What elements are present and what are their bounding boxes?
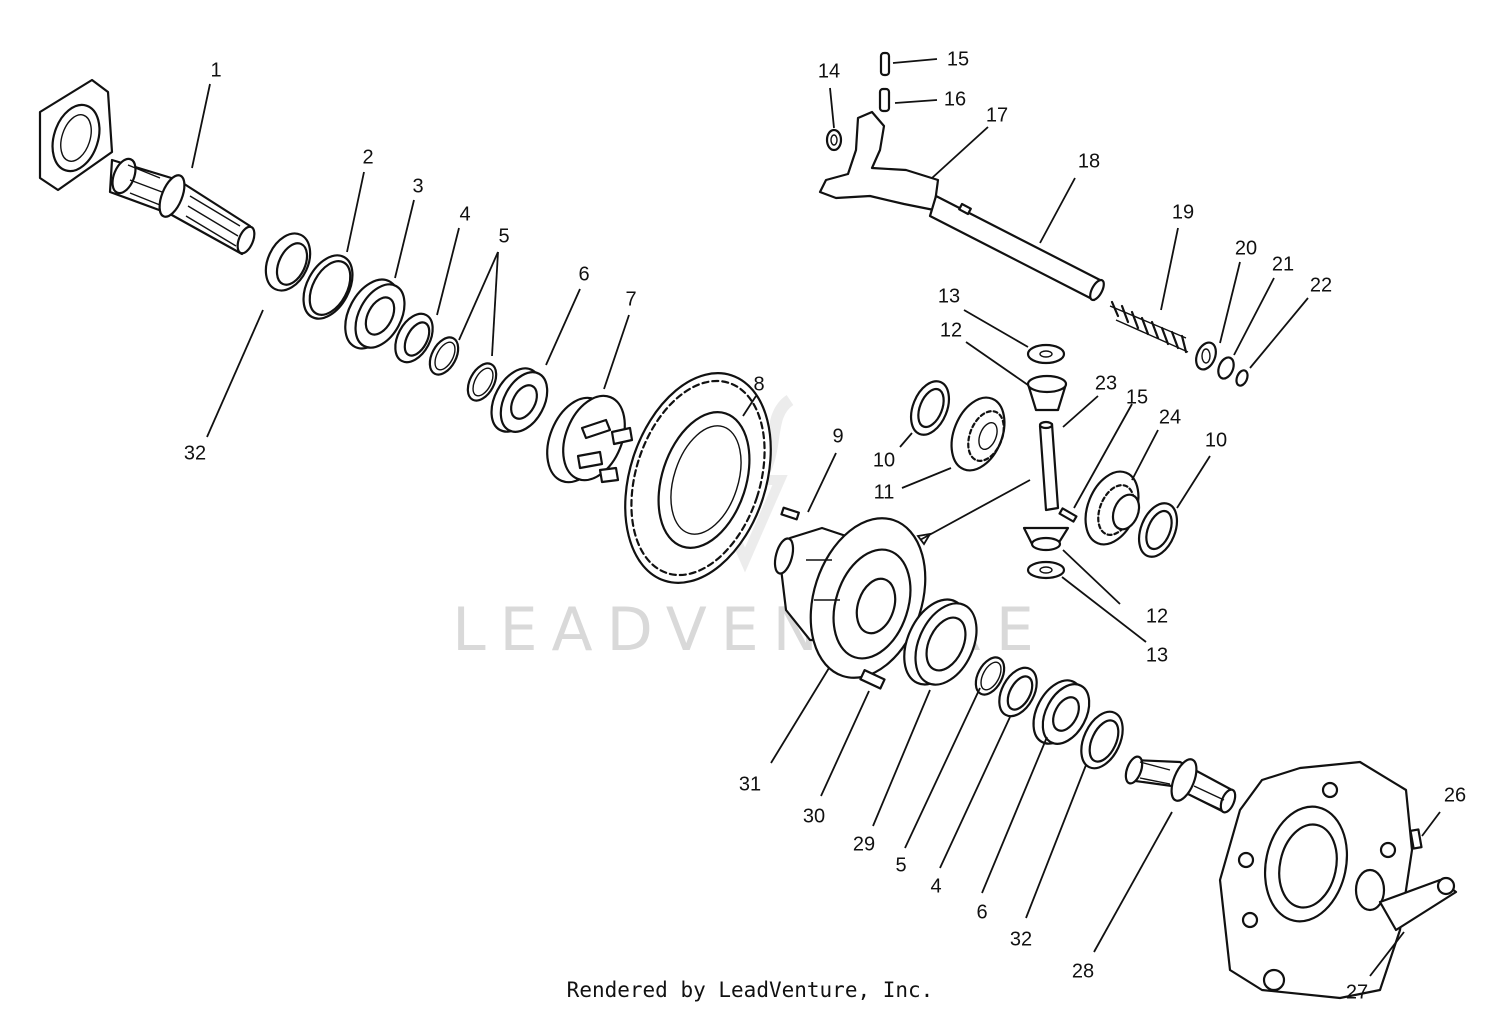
part-pinion-12-top	[1026, 374, 1068, 412]
callout-18: 18	[1078, 150, 1100, 172]
callout-20: 20	[1235, 237, 1257, 259]
part-ring-22	[1235, 369, 1249, 387]
callout-13-top: 13	[938, 285, 960, 307]
part-shift-fork-17	[818, 110, 940, 212]
part-spring-19	[1109, 300, 1189, 354]
callout-15-mid: 15	[1126, 386, 1148, 408]
part-ring-gear-8	[624, 372, 772, 584]
part-housing-cover	[1218, 760, 1414, 1000]
part-pin-26	[1409, 828, 1423, 850]
callout-14: 14	[818, 60, 840, 82]
callout-4: 4	[459, 203, 470, 225]
callout-16: 16	[944, 88, 966, 110]
callout-3: 3	[412, 175, 423, 197]
callout-31: 31	[739, 773, 761, 795]
part-seal-4-right	[998, 666, 1038, 718]
part-bearing-29	[903, 598, 978, 686]
callout-12-bottom: 12	[1146, 605, 1168, 627]
callout-19: 19	[1172, 201, 1194, 223]
callout-10-right: 10	[1205, 429, 1227, 451]
part-snap-ring-5c	[974, 656, 1006, 696]
callout-32-right: 32	[1010, 928, 1032, 950]
callout-22: 22	[1310, 274, 1332, 296]
callout-6-lower: 6	[976, 901, 987, 923]
leader-lines	[191, 58, 1441, 977]
callout-24: 24	[1159, 406, 1181, 428]
part-side-gear-11	[950, 396, 1006, 472]
callout-9: 9	[832, 425, 843, 447]
callout-13-bottom: 13	[1146, 644, 1168, 666]
callout-21: 21	[1272, 253, 1294, 275]
part-seal-32-right	[1080, 710, 1124, 770]
callout-5-lower: 5	[895, 854, 906, 876]
part-pin-15-mid	[1058, 507, 1078, 523]
callout-26: 26	[1444, 784, 1466, 806]
callout-10-left: 10	[873, 449, 895, 471]
part-axle-shaft-right	[1124, 755, 1237, 814]
part-bearing-6-right	[1032, 679, 1091, 745]
callout-6: 6	[578, 263, 589, 285]
part-hub-7	[546, 394, 634, 484]
render-credit: Rendered by LeadVenture, Inc.	[566, 978, 934, 1002]
callout-4-lower: 4	[930, 875, 941, 897]
part-washer-13-bottom	[1026, 560, 1066, 580]
part-side-gear-24	[1084, 470, 1141, 546]
callout-12-top: 12	[940, 319, 962, 341]
callout-32-left: 32	[184, 442, 206, 464]
callout-7: 7	[625, 288, 636, 310]
callout-23: 23	[1095, 372, 1117, 394]
callout-5: 5	[498, 225, 509, 247]
callout-17: 17	[986, 104, 1008, 126]
callout-28: 28	[1072, 960, 1094, 982]
part-washer-10-right	[1137, 502, 1179, 558]
part-pin-15-top	[879, 51, 891, 77]
part-snap-ring-5a	[428, 336, 460, 376]
part-washer-13-top	[1026, 343, 1066, 365]
part-axle-shaft-left	[38, 78, 256, 256]
part-snap-ring-5b	[466, 362, 498, 402]
part-bolt-30	[859, 669, 886, 690]
part-pin-16	[878, 87, 891, 113]
callout-30: 30	[803, 805, 825, 827]
part-washer-10-left	[909, 380, 951, 436]
part-pinion-12-bottom	[1022, 526, 1070, 552]
part-bearing-3	[344, 278, 406, 350]
callout-1: 1	[210, 59, 221, 81]
callout-29: 29	[853, 833, 875, 855]
callout-11: 11	[874, 481, 895, 503]
part-shift-shaft-18	[928, 194, 1105, 302]
callout-27: 27	[1346, 981, 1368, 1003]
part-washer-14	[825, 128, 843, 152]
part-seal-4-left	[394, 312, 434, 364]
part-washer-20	[1195, 341, 1217, 371]
callout-8: 8	[753, 373, 764, 395]
part-shim-2	[302, 254, 354, 320]
part-cross-shaft-23	[1038, 420, 1060, 512]
callout-2: 2	[362, 146, 373, 168]
part-pin-9	[780, 506, 800, 521]
callout-labels: 1 2 3 4 5 6 7 8 9 10 10 11 12 12 13 13 1…	[184, 48, 1466, 1003]
part-ring-21	[1217, 356, 1235, 380]
part-bearing-6-left	[490, 367, 549, 433]
callout-15-top: 15	[947, 48, 969, 70]
part-seal-32-left	[264, 232, 312, 292]
part-lever-27	[1378, 876, 1458, 932]
part-differential-case-31	[773, 517, 927, 679]
